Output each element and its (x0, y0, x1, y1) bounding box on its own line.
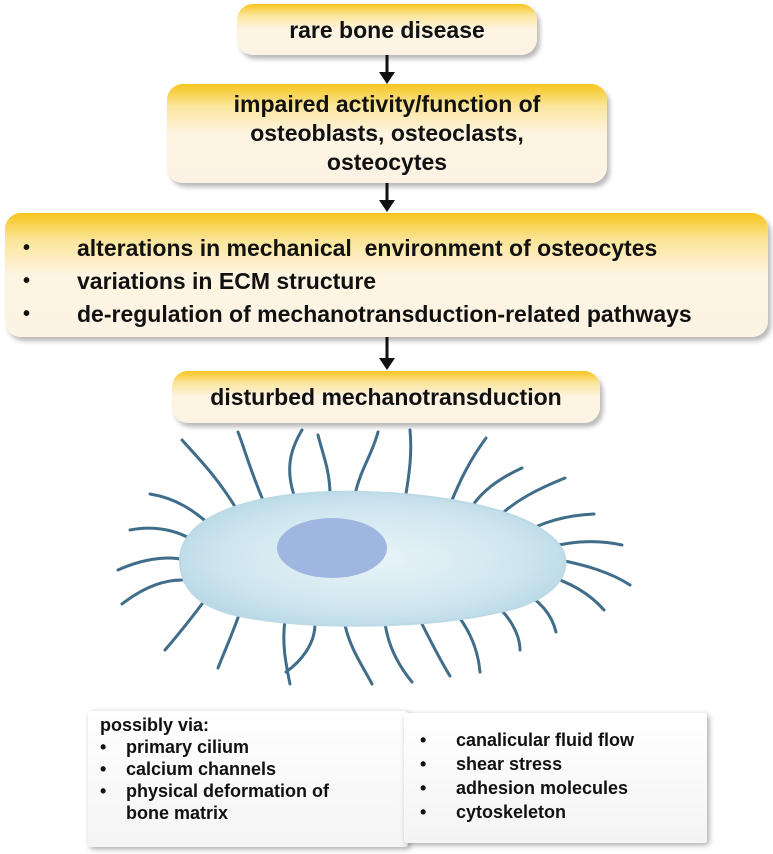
consequence-item: • de-regulation of mechanotransduction-r… (23, 298, 768, 331)
list-item-text: cytoskeleton (456, 802, 567, 822)
consequence-item: • alterations in mechanical environment … (23, 232, 768, 265)
list-item: • calcium channels (100, 758, 408, 780)
list-item-text: canalicular fluid flow (456, 730, 635, 750)
bullet: • (23, 303, 31, 325)
disturbed-mechanotransduction-label: disturbed mechanotransduction (210, 384, 562, 410)
bullet: • (420, 802, 427, 822)
impaired-function-line-3: osteocytes (326, 149, 448, 175)
consequence-text: de-regulation of mechanotransduction-rel… (77, 301, 692, 327)
list-item: • adhesion molecules (420, 776, 707, 800)
impaired-function-line-1: impaired activity/function of (233, 91, 541, 117)
list-item-text: bone matrix (126, 803, 229, 823)
nucleus (277, 518, 387, 578)
disturbed-mechanotransduction-box: disturbed mechanotransduction (172, 371, 600, 423)
consequence-text: alterations in mechanical environment of… (77, 235, 658, 261)
list-item-continuation: bone matrix (100, 802, 408, 824)
rare-bone-disease-label: rare bone disease (289, 17, 485, 43)
list-item-text: adhesion molecules (456, 778, 629, 798)
impaired-function-line-2: osteoblasts, osteoclasts, (250, 120, 524, 146)
consequence-text: variations in ECM structure (77, 268, 377, 294)
list-item: • physical deformation of (100, 780, 408, 802)
panel-heading: possibly via: (100, 715, 210, 735)
down-arrow-icon (379, 337, 395, 370)
list-item: • shear stress (420, 752, 707, 776)
list-item-text: shear stress (456, 754, 563, 774)
bullet: • (100, 781, 107, 801)
down-arrow-icon (379, 183, 395, 212)
possible-mechanisms-panel-right: • canalicular fluid flow • shear stress … (404, 713, 707, 843)
bullet: • (100, 759, 107, 779)
impaired-function-box: impaired activity/function of osteoblast… (167, 84, 607, 183)
bullet: • (420, 778, 427, 798)
bullet: • (23, 270, 31, 292)
list-item-text: primary cilium (126, 737, 250, 757)
bullet: • (420, 754, 427, 774)
consequence-item: • variations in ECM structure (23, 265, 768, 298)
list-item: • primary cilium (100, 736, 408, 758)
list-item: • cytoskeleton (420, 800, 707, 824)
list-item-text: physical deformation of (126, 781, 330, 801)
list-item-text: calcium channels (126, 759, 277, 779)
bullet: • (23, 237, 31, 259)
consequences-box: • alterations in mechanical environment … (5, 213, 768, 337)
bullet: • (100, 737, 107, 757)
rare-bone-disease-box: rare bone disease (237, 4, 537, 55)
possible-mechanisms-panel-left: possibly via: • primary cilium • calcium… (88, 711, 408, 847)
down-arrow-icon (379, 55, 395, 84)
bullet: • (420, 730, 427, 750)
list-item: • canalicular fluid flow (420, 728, 707, 752)
